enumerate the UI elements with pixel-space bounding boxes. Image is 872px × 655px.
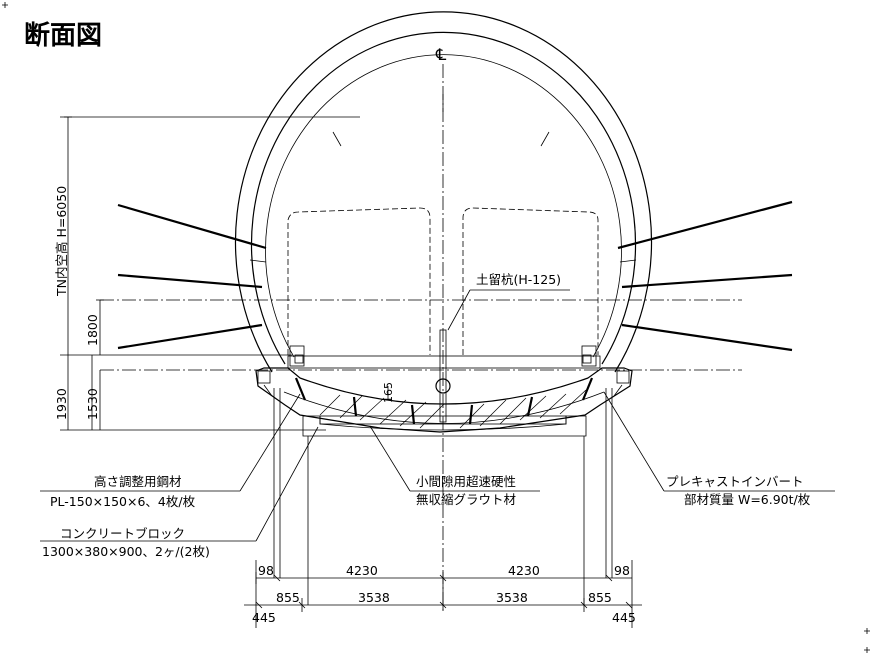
dim-row2-1: 855 bbox=[276, 590, 300, 605]
soil-pile-label: 土留杭(H-125) bbox=[476, 272, 561, 287]
dim-445-left: 445 bbox=[252, 610, 276, 625]
clearance-envelope bbox=[287, 207, 599, 355]
dim-row1-2: 4230 bbox=[346, 563, 378, 578]
reference-lines bbox=[60, 116, 742, 431]
leader-lines bbox=[40, 391, 835, 542]
drawing-title: 断面図 bbox=[24, 20, 102, 51]
inner-height-label: TN内空高 H=6050 bbox=[54, 186, 69, 297]
grout-label-line2: 無収縮グラウト材 bbox=[416, 492, 516, 507]
dim-row1-3: 4230 bbox=[508, 563, 540, 578]
invert-structure bbox=[255, 329, 633, 605]
invert-label-line2: 部材質量 W=6.90t/枚 bbox=[684, 492, 811, 507]
dim-row2-4: 855 bbox=[588, 590, 612, 605]
dim-row1-1: 98 bbox=[258, 563, 274, 578]
tunnel-lining bbox=[234, 11, 653, 373]
dim-445-right: 445 bbox=[612, 610, 636, 625]
steel-label-line2: PL-150×150×6、4枚/枚 bbox=[50, 494, 196, 509]
dim-165: 165 bbox=[382, 382, 395, 403]
rock-bolts bbox=[117, 200, 793, 352]
invert-label-line1: プレキャストインバート bbox=[666, 474, 804, 489]
dim-row1-4: 98 bbox=[614, 563, 630, 578]
dim-row2-3: 3538 bbox=[496, 590, 528, 605]
dim-1930: 1930 bbox=[54, 388, 69, 420]
grout-label-line1: 小間隙用超速硬性 bbox=[416, 474, 516, 489]
block-label-line1: コンクリートブロック bbox=[60, 526, 185, 541]
dim-1800: 1800 bbox=[85, 314, 100, 346]
horizontal-dimensions bbox=[244, 560, 642, 628]
dim-1530: 1530 bbox=[85, 388, 100, 420]
dim-row2-2: 3538 bbox=[358, 590, 390, 605]
vertical-dimensions bbox=[64, 116, 104, 430]
block-label-line2: 1300×380×900、2ヶ/(2枚) bbox=[42, 544, 210, 559]
steel-label-line1: 高さ調整用鋼材 bbox=[94, 474, 182, 489]
